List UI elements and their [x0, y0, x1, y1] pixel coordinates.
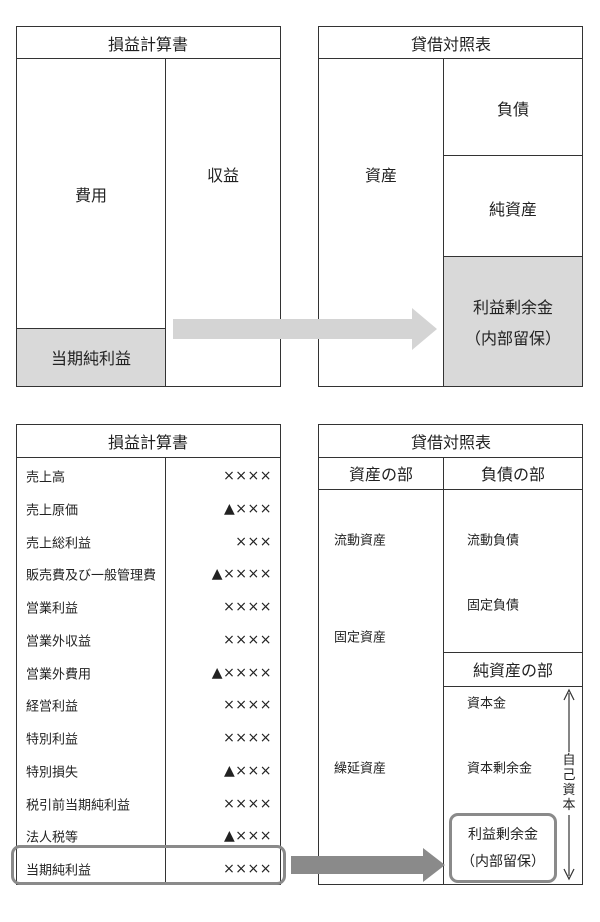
top-expenses-label: 費用: [74, 186, 108, 205]
bottom-pl-middle-divider: [165, 457, 167, 885]
top-pl-middle-divider: [165, 58, 167, 387]
top-balance-sheet: [318, 26, 583, 387]
top-retained-earnings-label: 利益剰余金: [472, 298, 554, 317]
pl-row-label: 販売費及び一般管理費: [26, 568, 157, 584]
pl-row-amount: ××××: [223, 795, 272, 812]
bottom-net-assets-bottom-divider: [443, 686, 583, 688]
current-liabilities-label: 流動負債: [467, 533, 520, 549]
pl-row-label: 特別損失: [26, 765, 79, 781]
pl-row-amount: ▲×××: [224, 762, 272, 779]
pl-row-amount: ▲××××: [211, 664, 272, 681]
pl-row-amount: ▲×××: [224, 828, 272, 845]
net-assets-section-header: 純資産の部: [472, 661, 554, 680]
pl-row-amount: ▲×××: [224, 500, 272, 517]
pl-row-amount: ××××: [223, 697, 272, 714]
pl-row-label: 法人税等: [26, 830, 79, 846]
pl-row-label: 営業外収益: [26, 634, 92, 650]
bottom-pl-title: 損益計算書: [107, 433, 189, 452]
pl-row-amount: ××××: [223, 861, 272, 877]
top-revenue-label: 収益: [206, 166, 240, 185]
pl-row-amount: ××××: [223, 599, 272, 615]
top-pl-title-divider: [16, 58, 281, 60]
liabilities-section-header: 負債の部: [480, 465, 546, 484]
fixed-assets-label: 固定資産: [334, 630, 387, 646]
deferred-assets-label: 繰延資産: [334, 761, 387, 777]
top-bs-liability-divider: [443, 155, 583, 157]
pl-row-label: 営業利益: [26, 601, 79, 617]
net-income-highlight: [11, 845, 286, 885]
pl-row-amount: ×××: [235, 533, 272, 550]
top-net-assets-label: 純資産: [488, 200, 538, 219]
pl-row-label: 営業外費用: [26, 667, 92, 682]
equity-vertical-label: 自己資本: [561, 753, 577, 813]
top-bs-middle-divider: [443, 58, 445, 387]
pl-row-amount: ▲××××: [211, 566, 272, 583]
retained-earnings-highlight: [449, 813, 557, 883]
top-internal-reserve-label: （内部留保）: [464, 329, 562, 348]
fixed-liabilities-label: 固定負債: [467, 598, 520, 614]
pl-row-label: 売上総利益: [26, 536, 92, 551]
top-liabilities-label: 負債: [496, 100, 530, 119]
pl-row-label: 経営利益: [26, 699, 79, 715]
bottom-balance-sheet: [318, 424, 583, 885]
top-net-income-label: 当期純利益: [50, 349, 132, 368]
bottom-net-assets-top-divider: [443, 652, 583, 654]
bottom-bs-middle-divider: [443, 457, 445, 885]
top-assets-label: 資産: [364, 166, 398, 185]
pl-row-label: 売上高: [26, 470, 66, 486]
capital-stock-label: 資本金: [467, 696, 507, 712]
bottom-bs-title-divider: [318, 457, 583, 459]
pl-row-label: 当期純利益: [26, 863, 92, 879]
top-net-income-cell: [17, 328, 165, 386]
top-bs-title-divider: [318, 58, 583, 60]
assets-section-header: 資産の部: [348, 465, 414, 484]
pl-row-label: 税引前当期純利益: [26, 798, 131, 813]
bottom-pl-title-divider: [16, 457, 281, 459]
top-pl-title: 損益計算書: [107, 35, 189, 54]
bottom-bs-header-divider: [318, 489, 583, 491]
top-retained-earnings-cell: [444, 256, 582, 386]
capital-surplus-label: 資本剰余金: [467, 761, 533, 777]
pl-row-label: 売上原価: [26, 503, 79, 519]
bottom-bs-title: 貸借対照表: [410, 433, 492, 452]
top-bs-title: 貸借対照表: [410, 35, 492, 54]
pl-row-amount: ××××: [223, 631, 272, 648]
bottom-income-statement: [16, 424, 281, 885]
top-income-statement: [16, 26, 281, 387]
bottom-internal-reserve-label: （内部留保）: [461, 854, 545, 870]
bottom-retained-earnings-label: 利益剰余金: [468, 827, 538, 843]
current-assets-label: 流動資産: [334, 533, 387, 549]
pl-row-amount: ××××: [223, 468, 272, 484]
pl-row-label: 特別利益: [26, 732, 79, 748]
pl-row-amount: ××××: [223, 730, 272, 746]
